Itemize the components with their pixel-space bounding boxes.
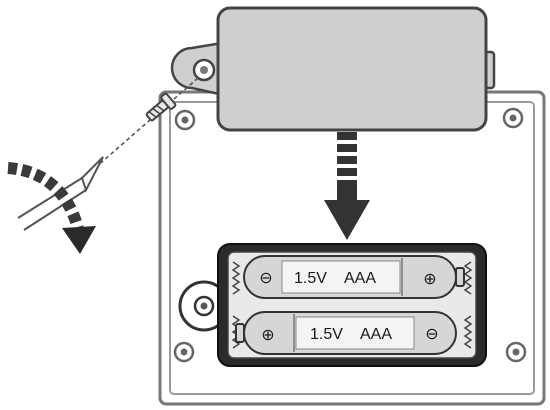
corner-screw-top-right [502,107,524,129]
insert-down-arrow-icon [324,132,370,240]
screwdriver-icon [17,156,104,231]
rotate-counterclockwise-arrow-icon [7,162,96,254]
battery-top: ⊖ 1.5V AAA ⊕ [243,255,465,299]
corner-screw-bottom-right [505,341,527,363]
battery-top-positive-sign: ⊕ [423,271,436,288]
battery-top-label-band [281,260,401,294]
battery-compartment: ⊖ 1.5V AAA ⊕ ⊕ 1.5V AAA ⊖ [178,243,487,367]
battery-bottom-terminal [235,323,245,343]
battery-top-type: AAA [344,270,376,287]
screw-path-dashed-line [94,77,199,169]
battery-top-negative-sign: ⊖ [259,270,272,287]
cover-body [216,6,488,132]
compartment-screw-boss [178,280,230,332]
cover-screw-hole [192,58,216,82]
battery-top-voltage: 1.5V [294,270,327,287]
spring-contacts-right [463,261,473,349]
battery-bottom-label-band [295,316,415,350]
battery-cover [170,6,496,132]
battery-bottom-type: AAA [360,326,392,343]
battery-bottom-negative-sign: ⊖ [425,326,438,343]
battery-bottom-positive-sign: ⊕ [261,327,274,344]
corner-screw-bottom-left [173,341,195,363]
cover-screw [94,77,199,169]
battery-bottom-voltage: 1.5V [310,326,343,343]
corner-screw-top-left [174,109,196,131]
battery-bottom: ⊕ 1.5V AAA ⊖ [235,311,457,355]
battery-top-terminal [455,267,465,287]
